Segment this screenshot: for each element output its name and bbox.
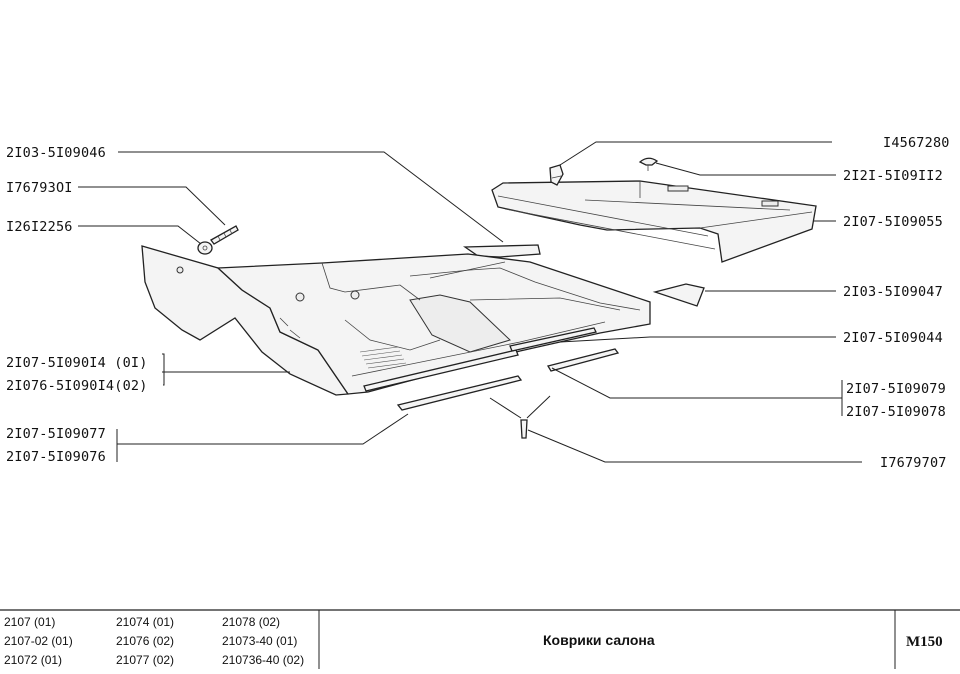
label-2121-5109112: 2I2I-5I09II2 [843, 168, 943, 184]
label-17679707: I7679707 [880, 455, 947, 471]
label-2107-5109077: 2I07-5I09077 [6, 426, 106, 442]
right-sill-trim [546, 348, 620, 372]
rear-clip [549, 164, 564, 186]
label-12612256: I26I2256 [6, 219, 73, 235]
rear-flap-right [652, 283, 705, 307]
model-list: 2107 (01) 21074 (01) 21078 (02) 2107-02 … [4, 615, 304, 667]
label-2107-5109055: 2I07-5I09055 [843, 214, 943, 230]
label-2107-5109076: 2I07-5I09076 [6, 449, 106, 465]
centre-sill-trim [363, 327, 597, 392]
cap-fastener [638, 157, 659, 171]
sheet-code: M150 [906, 634, 943, 650]
model-cell: 21077 (02) [116, 653, 174, 667]
label-14567280: I4567280 [883, 135, 950, 151]
label-21076-5109014-02: 2I076-5I090I4(02) [6, 378, 148, 394]
model-cell: 210736-40 (02) [222, 653, 304, 667]
washer-2612256 [197, 241, 213, 255]
heel-pad-texture [359, 346, 407, 369]
label-2107-5109078: 2I07-5I09078 [846, 404, 946, 420]
screw-17679707 [520, 419, 528, 439]
model-cell: 21076 (02) [116, 634, 174, 648]
screw-7679301 [210, 225, 239, 245]
label-2107-5109079: 2I07-5I09079 [846, 381, 946, 397]
model-cell: 21073-40 (01) [222, 634, 297, 648]
model-cell: 21072 (01) [4, 653, 62, 667]
model-cell: 21078 (02) [222, 615, 280, 629]
part-labels: 2I03-5I09046 I76793OI I26I2256 2I07-5I09… [6, 135, 950, 471]
label-17679301: I76793OI [6, 180, 73, 196]
model-cell: 2107-02 (01) [4, 634, 73, 648]
label-2103-5109046: 2I03-5I09046 [6, 145, 106, 161]
front-floor-mat [141, 245, 651, 396]
sheet-title: Коврики салона [543, 632, 655, 648]
leader-lines [78, 141, 862, 463]
label-2107-5109044: 2I07-5I09044 [843, 330, 943, 346]
rear-floor-mat [491, 180, 817, 263]
label-2107-5109014-01: 2I07-5I090I4 (0I) [6, 355, 148, 371]
label-2103-5109047: 2I03-5I09047 [843, 284, 943, 300]
title-block: 2107 (01) 21074 (01) 21078 (02) 2107-02 … [0, 609, 960, 669]
left-sill-trim [396, 375, 523, 411]
model-cell: 21074 (01) [116, 615, 174, 629]
model-cell: 2107 (01) [4, 615, 55, 629]
